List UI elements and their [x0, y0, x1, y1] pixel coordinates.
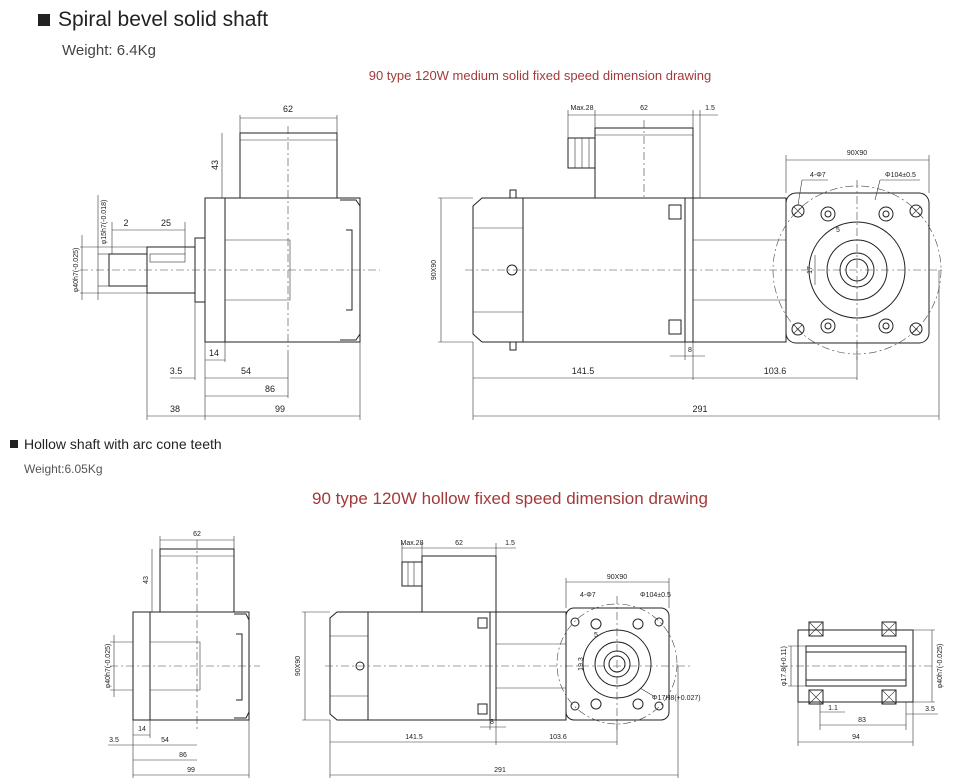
dim-103-6: 103.6: [549, 734, 567, 741]
dim-pcd: Φ104±0.5: [885, 172, 916, 179]
dim-3-5: 3.5: [109, 737, 119, 744]
dim-flange-90x90: 90X90: [607, 574, 627, 581]
dim-54: 54: [161, 737, 169, 744]
section1-header: Spiral bevel solid shaft: [38, 8, 268, 32]
dim-83: 83: [858, 717, 866, 724]
dim-max28: Max.28: [401, 540, 424, 547]
dim-54: 54: [241, 366, 251, 376]
section1-weight: Weight: 6.4Kg: [62, 42, 156, 59]
dim-62: 62: [193, 531, 201, 538]
dim-3-5-shaft: 3.5: [925, 706, 935, 713]
dim-17: 17: [807, 266, 814, 274]
dim-phi15: φ15h7(-0.018): [101, 200, 108, 245]
dim-5: 5: [594, 632, 598, 639]
solid-flange-view: 90X90 4-Φ7 Φ104±0.5 5 17: [772, 150, 942, 360]
dim-25: 25: [161, 218, 171, 228]
section1-title: Spiral bevel solid shaft: [58, 8, 269, 31]
dim-holes: 4-Φ7: [810, 172, 826, 179]
dim-38: 38: [170, 404, 180, 414]
dim-141-5: 141.5: [572, 366, 595, 376]
dim-291: 291: [494, 767, 506, 774]
section2-title: Hollow shaft with arc cone teeth: [24, 436, 222, 452]
dim-phi40-shaft: φ40h7(-0.025): [937, 644, 944, 689]
dim-62: 62: [283, 104, 293, 114]
section2-header: Hollow shaft with arc cone teeth: [10, 436, 222, 452]
section2-weight: Weight:6.05Kg: [24, 462, 103, 476]
dim-phi40: φ40h7(-0.025): [73, 248, 80, 293]
dim-94: 94: [852, 734, 860, 741]
bullet-square-icon: [38, 14, 50, 26]
dim-291: 291: [692, 404, 707, 414]
dim-90x90: 90X90: [295, 656, 302, 676]
dim-62: 62: [455, 540, 463, 547]
dim-2: 2: [123, 218, 128, 228]
dim-3-5: 3.5: [170, 366, 183, 376]
dim-14: 14: [138, 726, 146, 733]
dim-99: 99: [275, 404, 285, 414]
dim-8: 8: [688, 347, 692, 354]
dim-phi40: φ40h7(-0.025): [105, 644, 112, 689]
section2-caption: 90 type 120W hollow fixed speed dimensio…: [312, 489, 708, 508]
dim-99: 99: [187, 767, 195, 774]
dim-86: 86: [179, 752, 187, 759]
dim-43: 43: [143, 576, 150, 584]
dim-103-6: 103.6: [764, 366, 787, 376]
dim-43: 43: [210, 160, 220, 170]
dim-holes: 4-Φ7: [580, 592, 596, 599]
hollow-flange-view: 90X90 4-Φ7 Φ104±0.5 5 19.3 Φ17H8(+0.027): [556, 574, 701, 730]
dim-1-5: 1.5: [505, 540, 515, 547]
dim-19-3: 19.3: [578, 657, 585, 671]
hollow-shaft-section: φ17.8(+0.11) φ40h7(-0.025) 1.1 83 3.5 94: [780, 621, 944, 746]
solid-side-view: 62 43 2 25 φ15h7(-0.018) φ40h7(-0.025) 1…: [73, 104, 380, 420]
dim-phi17-8: φ17.8(+0.11): [781, 646, 788, 686]
dim-62: 62: [640, 105, 648, 112]
dim-max28: Max.28: [571, 105, 594, 112]
solid-front-view: Max.28 62 1.5 90X90 8 141.5 103.6 291: [431, 105, 945, 420]
dim-key: 5: [836, 227, 840, 234]
dim-8: 8: [490, 719, 494, 726]
dim-14: 14: [209, 348, 219, 358]
section1-caption: 90 type 120W medium solid fixed speed di…: [368, 68, 712, 83]
dim-bore: Φ17H8(+0.027): [652, 695, 701, 702]
hollow-side-view: 62 43 φ40h7(-0.025) 14 3.5 54 86 99: [105, 531, 260, 778]
dim-86: 86: [265, 384, 275, 394]
dim-pcd: Φ104±0.5: [640, 592, 671, 599]
bullet-square-icon: [10, 440, 18, 448]
dim-141-5: 141.5: [405, 734, 423, 741]
dim-1-1: 1.1: [828, 705, 838, 712]
hollow-front-view: Max.28 62 1.5 90X90 8 141.5 103.6 291: [295, 540, 690, 778]
dim-1-5: 1.5: [705, 105, 715, 112]
dim-flange-90x90: 90X90: [847, 150, 867, 157]
dim-90x90: 90X90: [431, 260, 438, 280]
